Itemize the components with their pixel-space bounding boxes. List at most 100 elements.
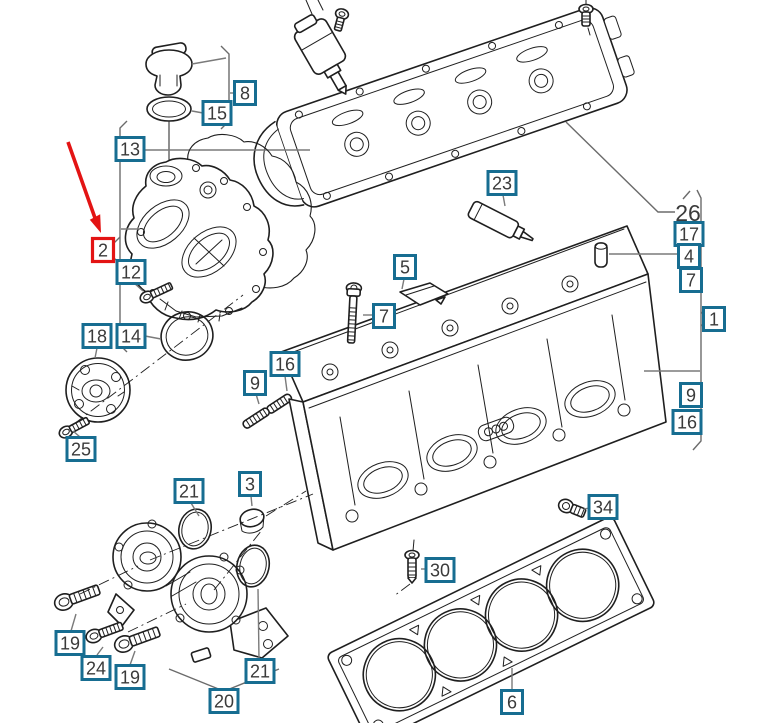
callout-box [114, 136, 146, 162]
callout-box [679, 382, 703, 408]
head-badge [477, 416, 515, 442]
callout-box [679, 267, 703, 293]
callout-number: 19 [120, 668, 140, 688]
callout-number: 23 [492, 174, 512, 194]
callout-box [424, 557, 456, 583]
callout-box [81, 323, 113, 349]
part-rear-cover-drawing [107, 519, 289, 663]
callout-24[interactable]: 24 [80, 655, 112, 681]
callout-box-highlighted [90, 236, 116, 264]
part-head-gasket-drawing [327, 516, 655, 723]
callout-number: 20 [214, 692, 234, 712]
part-valve-cover-drawing [253, 7, 635, 208]
part-oring-21-lower-drawing [235, 544, 271, 588]
leader-lines [70, 57, 700, 689]
callout-12[interactable]: 12 [115, 259, 147, 285]
callout-box [671, 409, 703, 435]
callout-number: 14 [121, 327, 141, 347]
callout-number: 9 [686, 386, 696, 406]
callout-number: 17 [679, 225, 699, 245]
callout-box [269, 351, 301, 377]
callout-number: 1 [709, 310, 719, 330]
part-bolt-19-left-drawing [53, 584, 101, 611]
callout-number: 21 [250, 662, 270, 682]
callout-8[interactable]: 8 [233, 80, 257, 106]
callout-box [500, 689, 524, 715]
callout-21-lower[interactable]: 21 [244, 658, 276, 684]
callout-5[interactable]: 5 [393, 254, 417, 280]
callout-21-upper[interactable]: 21 [173, 478, 205, 504]
callout-number: 16 [275, 355, 295, 375]
callout-15[interactable]: 15 [201, 100, 233, 126]
callout-9-right[interactable]: 9 [679, 382, 703, 408]
callout-7-mid[interactable]: 7 [372, 303, 396, 329]
part-bolt-7-drawing [345, 282, 363, 344]
part-plate-5-drawing [399, 282, 449, 306]
callout-number: 4 [684, 247, 694, 267]
callout-number: 18 [87, 327, 107, 347]
callout-box [587, 494, 619, 520]
callout-number: 7 [379, 307, 389, 327]
callout-box [114, 664, 146, 690]
callout-box [208, 688, 240, 714]
callout-number: 34 [593, 498, 613, 518]
callout-16-right[interactable]: 16 [671, 409, 703, 435]
cam-saddles [321, 275, 579, 381]
callout-1[interactable]: 1 [702, 306, 726, 332]
callout-6[interactable]: 6 [500, 689, 524, 715]
callout-number: 19 [60, 634, 80, 654]
callout-box [173, 478, 205, 504]
callout-box [486, 170, 518, 196]
part-timing-cover-drawing [124, 157, 274, 323]
solenoid-bolt [333, 8, 350, 32]
callout-19-left[interactable]: 19 [54, 630, 86, 656]
highlight-arrow [66, 141, 101, 233]
callout-number: 12 [121, 263, 141, 283]
callout-box [243, 370, 267, 396]
part-seal-14-drawing [160, 311, 214, 361]
part-cap-3-drawing [239, 508, 265, 534]
callout-box [233, 80, 257, 106]
head-bolt-bosses [345, 403, 631, 523]
callout-number: 5 [400, 258, 410, 278]
callout-13[interactable]: 13 [114, 136, 146, 162]
callout-number: 21 [179, 482, 199, 502]
callout-4[interactable]: 4 [677, 243, 701, 269]
callout-number: 15 [207, 104, 227, 124]
callout-2-highlighted[interactable]: 2 [90, 236, 116, 264]
callout-number: 3 [245, 475, 255, 495]
callout-16-left[interactable]: 16 [269, 351, 301, 377]
callout-number: 7 [686, 271, 696, 291]
part-bolt-19-mid-drawing [113, 626, 161, 653]
callout-19-mid[interactable]: 19 [114, 664, 146, 690]
callout-box [115, 259, 147, 285]
callout-17[interactable]: 17 [673, 221, 705, 247]
head-ports [357, 380, 616, 499]
part-plug-34-drawing [557, 498, 587, 518]
callout-34[interactable]: 34 [587, 494, 619, 520]
callout-3[interactable]: 3 [238, 471, 262, 497]
callout-30[interactable]: 30 [424, 557, 456, 583]
callout-23[interactable]: 23 [486, 170, 518, 196]
callout-box [393, 254, 417, 280]
part-bolt-12-drawing [139, 282, 174, 304]
callout-20[interactable]: 20 [208, 688, 240, 714]
callout-number: 16 [677, 413, 697, 433]
callout-box [80, 655, 112, 681]
callout-14[interactable]: 14 [115, 323, 147, 349]
callout-number: 30 [430, 561, 450, 581]
centerline-flange [73, 294, 244, 425]
callout-25[interactable]: 25 [65, 436, 97, 462]
part-cover-bolt-drawing [578, 0, 594, 36]
part-dowel-4-drawing [594, 242, 608, 268]
part-oil-filler-cap-drawing [145, 42, 193, 169]
callout-box [54, 630, 86, 656]
callout-number: 24 [86, 659, 106, 679]
callout-9-left[interactable]: 9 [243, 370, 267, 396]
part-cylinder-head-drawing [280, 225, 667, 551]
coil-wells [294, 21, 591, 200]
callout-7-right[interactable]: 7 [679, 267, 703, 293]
callout-18[interactable]: 18 [81, 323, 113, 349]
